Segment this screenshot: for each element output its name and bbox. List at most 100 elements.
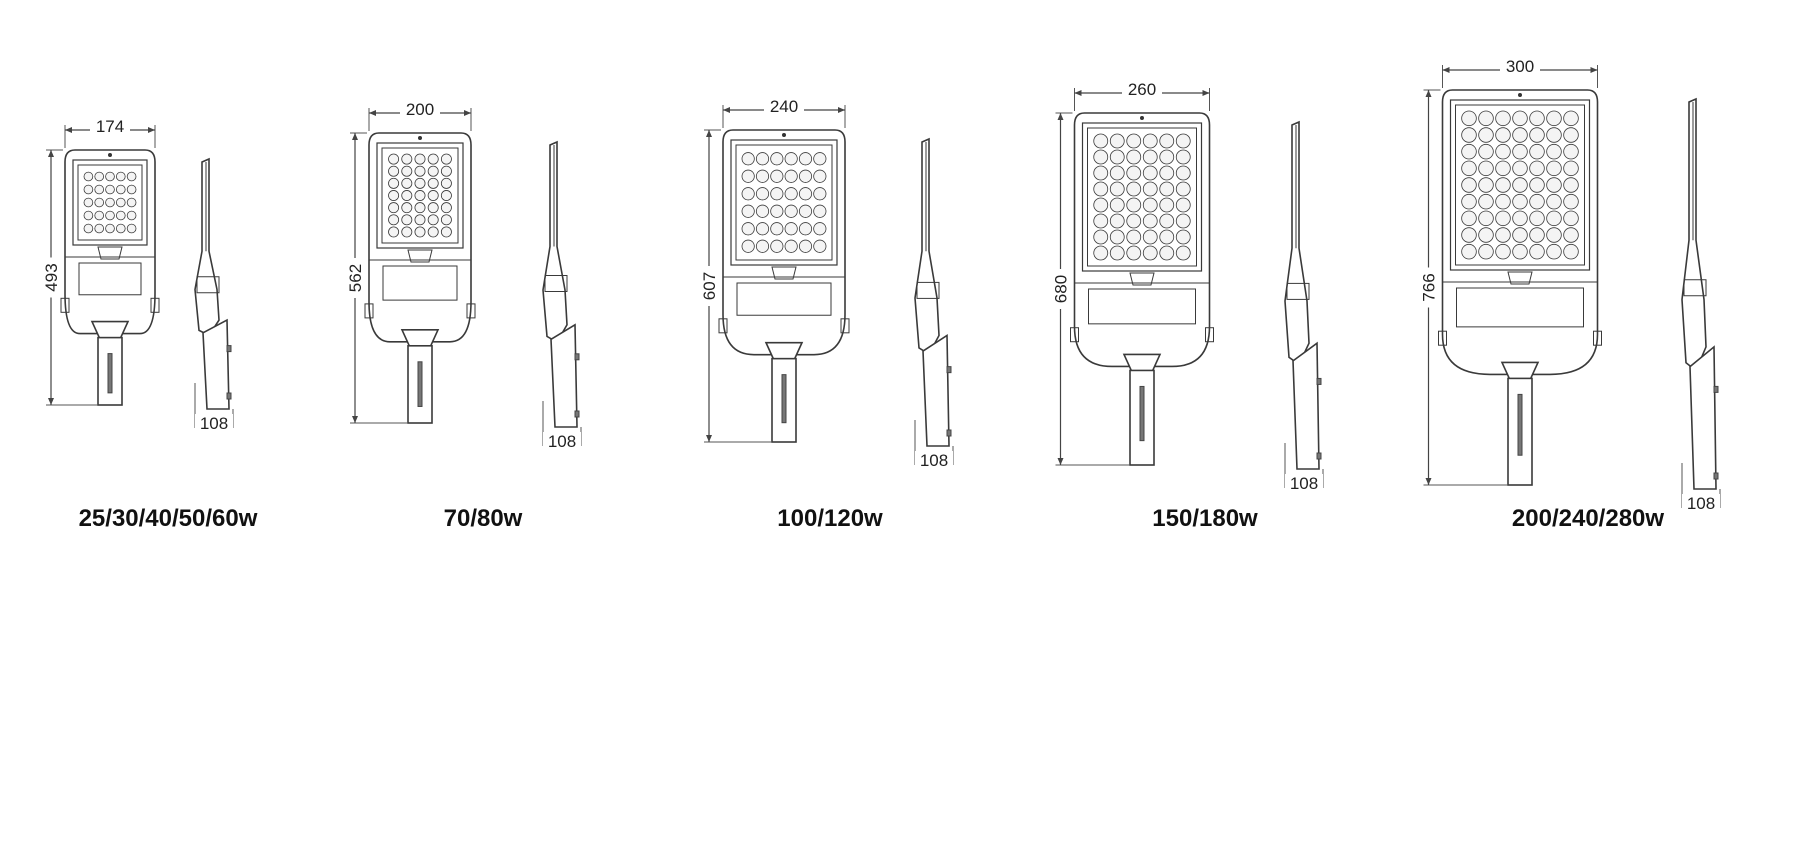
led-module bbox=[1461, 160, 1477, 177]
led-module bbox=[414, 226, 426, 238]
led-module bbox=[401, 226, 413, 238]
depth-value: 108 bbox=[200, 414, 228, 433]
depth-value: 108 bbox=[1687, 494, 1715, 513]
led-module bbox=[1093, 165, 1109, 181]
side-clip-left bbox=[1070, 327, 1079, 343]
led-module bbox=[1495, 127, 1511, 143]
led-module bbox=[414, 214, 426, 226]
led-module bbox=[755, 239, 770, 253]
led-module bbox=[1142, 181, 1158, 197]
driver-cover bbox=[736, 282, 832, 316]
side-bracket bbox=[1683, 279, 1707, 297]
depth-value: 108 bbox=[920, 451, 948, 470]
led-module bbox=[94, 197, 104, 208]
spigot-slot bbox=[417, 361, 423, 407]
led-module bbox=[1529, 127, 1545, 143]
led-module bbox=[798, 169, 813, 183]
width-dimension: 260 bbox=[1074, 80, 1210, 111]
side-view bbox=[1681, 97, 1719, 490]
wattage-label: 25/30/40/50/60w bbox=[78, 505, 258, 532]
width-value: 200 bbox=[406, 100, 434, 119]
height-dimension: 562 bbox=[345, 132, 408, 424]
led-module bbox=[401, 165, 413, 177]
wattage-label: 100/120w bbox=[777, 505, 883, 532]
led-module bbox=[1142, 165, 1158, 181]
led-module bbox=[1126, 165, 1142, 181]
led-module bbox=[388, 177, 400, 189]
side-clip-right bbox=[1593, 330, 1602, 346]
height-dimension: 493 bbox=[41, 149, 98, 406]
front-view bbox=[60, 149, 160, 406]
led-module bbox=[755, 204, 770, 218]
led-module bbox=[1529, 193, 1545, 210]
led-module bbox=[784, 187, 798, 201]
led-panel-inner bbox=[1455, 104, 1585, 266]
led-module bbox=[1478, 210, 1494, 227]
led-module bbox=[1563, 110, 1579, 127]
front-view bbox=[364, 132, 476, 424]
led-module bbox=[741, 204, 755, 218]
led-module bbox=[1478, 127, 1494, 143]
led-module bbox=[414, 177, 426, 189]
side-view bbox=[1284, 120, 1322, 470]
led-module bbox=[401, 153, 413, 165]
side-clip-left bbox=[60, 297, 70, 313]
led-module bbox=[813, 204, 827, 218]
led-module bbox=[105, 184, 115, 195]
bolt-upper bbox=[1713, 385, 1719, 393]
led-module bbox=[94, 210, 104, 221]
driver-cover bbox=[1088, 288, 1196, 325]
led-module bbox=[1461, 143, 1477, 160]
handle bbox=[1507, 271, 1533, 285]
bolt-lower bbox=[1316, 452, 1322, 460]
led-module bbox=[414, 202, 426, 214]
led-module bbox=[1109, 229, 1125, 245]
height-value: 493 bbox=[42, 263, 61, 291]
bolt-lower bbox=[1713, 472, 1719, 480]
led-module bbox=[755, 187, 770, 201]
led-module bbox=[784, 204, 798, 218]
led-module bbox=[1175, 229, 1191, 245]
led-module bbox=[1159, 165, 1175, 181]
led-module bbox=[1563, 210, 1579, 227]
led-module bbox=[1563, 127, 1579, 143]
led-module bbox=[1495, 160, 1511, 177]
led-module bbox=[388, 153, 400, 165]
wattage-label: 70/80w bbox=[443, 505, 523, 532]
led-module bbox=[1512, 193, 1528, 210]
led-module bbox=[1159, 149, 1175, 165]
led-module bbox=[1478, 193, 1494, 210]
led-module bbox=[440, 190, 452, 201]
side-clip-left bbox=[718, 318, 728, 334]
led-module bbox=[1563, 160, 1579, 177]
depth-dimension: 108 bbox=[1681, 463, 1721, 513]
side-clip-right bbox=[466, 303, 476, 319]
led-module bbox=[1546, 127, 1562, 143]
led-module bbox=[1159, 133, 1175, 149]
depth-value: 108 bbox=[548, 432, 576, 451]
led-module bbox=[1563, 227, 1579, 243]
led-module bbox=[1512, 243, 1528, 260]
led-module bbox=[83, 184, 94, 195]
led-module bbox=[1126, 229, 1142, 245]
width-value: 174 bbox=[96, 117, 124, 136]
bolt-upper bbox=[226, 345, 232, 353]
led-module bbox=[1126, 213, 1142, 229]
led-module bbox=[1142, 133, 1158, 149]
side-clip-right bbox=[1205, 327, 1214, 343]
led-module bbox=[1175, 149, 1191, 165]
depth-dimension: 108 bbox=[1284, 443, 1324, 493]
led-module bbox=[83, 171, 94, 182]
led-module bbox=[784, 222, 798, 236]
led-module bbox=[813, 239, 827, 253]
led-module bbox=[1142, 213, 1158, 229]
led-module bbox=[741, 169, 755, 183]
led-module bbox=[126, 184, 137, 195]
led-module bbox=[1529, 243, 1545, 260]
led-module bbox=[798, 152, 813, 166]
side-bracket bbox=[916, 281, 940, 299]
led-module bbox=[798, 187, 813, 201]
height-dimension: 766 bbox=[1418, 89, 1508, 486]
width-value: 240 bbox=[770, 97, 798, 116]
side-bracket bbox=[544, 275, 568, 292]
